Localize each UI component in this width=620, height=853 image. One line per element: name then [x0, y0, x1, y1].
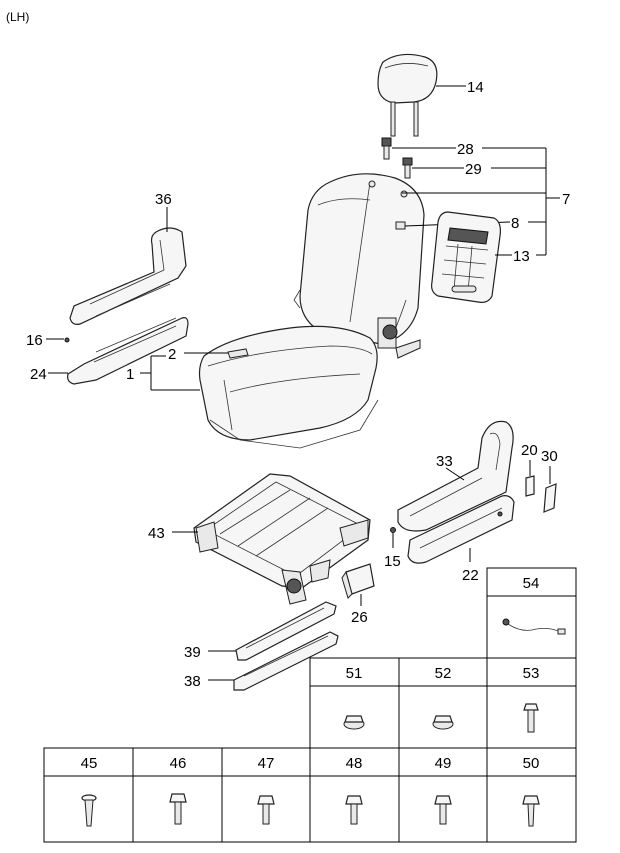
table-header-53: 53 — [523, 665, 540, 682]
side-shield-33-illustration — [397, 420, 514, 532]
bolt-icon — [257, 795, 275, 825]
bolt-icon — [434, 795, 452, 825]
callout-39: 39 — [184, 644, 201, 661]
table-header-46: 46 — [170, 755, 187, 772]
rail-cover-39-illustration — [235, 601, 337, 661]
screw-icon — [81, 794, 97, 827]
callout-15: 15 — [384, 553, 401, 570]
bolt-icon — [345, 795, 363, 825]
callout-20: 20 — [521, 442, 538, 459]
bolt-icon — [523, 703, 539, 733]
bolt-icon — [169, 793, 187, 825]
flange-nut-icon — [432, 715, 454, 730]
side-shield-24-illustration — [67, 317, 189, 385]
cover-30 — [543, 483, 557, 513]
table-header-48: 48 — [346, 755, 363, 772]
callout-16: 16 — [26, 332, 43, 349]
seat-back-label-8 — [395, 221, 406, 230]
callout-33: 33 — [436, 453, 453, 470]
flange-nut-icon — [343, 715, 365, 730]
callout-13: 13 — [513, 248, 530, 265]
callout-7: 7 — [562, 191, 570, 208]
callout-22: 22 — [462, 567, 479, 584]
callout-14: 14 — [467, 79, 484, 96]
leader-33 — [445, 467, 465, 481]
wire-harness-icon — [502, 618, 566, 635]
headrest-illustration — [377, 53, 438, 137]
side-shield-22-illustration — [407, 495, 515, 564]
table-header-50: 50 — [523, 755, 540, 772]
clip-15 — [390, 527, 396, 533]
side-caption: (LH) — [6, 10, 29, 24]
callout-8: 8 — [511, 215, 519, 232]
callout-1: 1 — [126, 366, 134, 383]
table-header-51: 51 — [346, 665, 363, 682]
bracket-26-illustration — [341, 563, 375, 599]
table-header-52: 52 — [435, 665, 452, 682]
seat-cushion-illustration — [198, 325, 379, 449]
table-header-49: 49 — [435, 755, 452, 772]
seat-back-illustration — [293, 173, 425, 359]
callout-2: 2 — [168, 346, 176, 363]
table-header-45: 45 — [81, 755, 98, 772]
table-header-47: 47 — [258, 755, 275, 772]
headrest-guide-28 — [381, 137, 392, 160]
cap-20 — [525, 475, 535, 497]
headrest-guide-29 — [402, 157, 413, 179]
side-shield-36-illustration — [69, 227, 187, 325]
seat-frame-illustration — [193, 473, 371, 605]
callout-43: 43 — [148, 525, 165, 542]
screw-icon — [522, 795, 540, 827]
callout-26: 26 — [351, 609, 368, 626]
clip-16 — [64, 337, 70, 343]
seat-back-board-illustration — [431, 211, 501, 303]
callout-28: 28 — [457, 141, 474, 158]
table-header-54: 54 — [523, 575, 540, 592]
callout-38: 38 — [184, 673, 201, 690]
rail-cover-38-illustration — [233, 631, 339, 691]
callout-36: 36 — [155, 191, 172, 208]
callout-24: 24 — [30, 366, 47, 383]
callout-30: 30 — [541, 448, 558, 465]
parts-table — [43, 567, 577, 843]
callout-29: 29 — [465, 161, 482, 178]
